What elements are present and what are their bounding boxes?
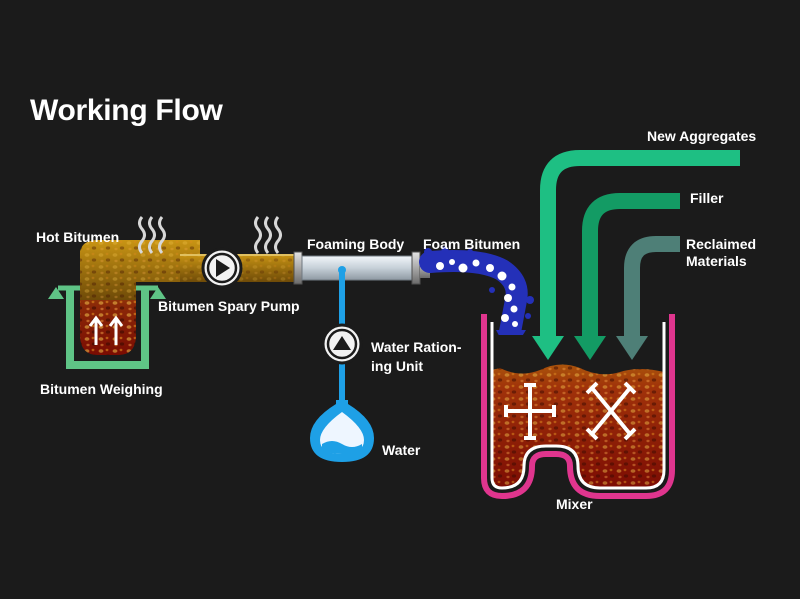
water-drop-icon: [310, 400, 374, 462]
bitumen-weighing-label: Bitumen Weighing: [40, 381, 163, 397]
diagram-title: Working Flow: [30, 94, 223, 127]
water-line: [339, 272, 345, 402]
water-label: Water: [382, 442, 421, 458]
reclaimed-arrow: [616, 236, 680, 360]
water-rationing-label-line1: Water Ration-: [371, 339, 462, 355]
ration-pump-icon: [321, 323, 363, 365]
hot-bitumen-label: Hot Bitumen: [36, 229, 120, 245]
foaming-body-label: Foaming Body: [307, 236, 405, 252]
agitator-x-icon: [585, 381, 637, 441]
bitumen-spray-pump-label: Bitumen Spary Pump: [158, 298, 300, 314]
filler-arrow: [574, 193, 680, 360]
mixer: [481, 314, 675, 500]
left-support-icon: [48, 287, 64, 299]
new-aggregates-arrow: [532, 150, 740, 360]
foam-bitumen-label: Foam Bitumen: [423, 236, 521, 252]
steam-icon: [138, 216, 166, 254]
foaming-body: [293, 251, 430, 285]
upflow-arrows-icon: [88, 315, 124, 345]
mixer-label: Mixer: [556, 496, 593, 512]
steam-icon-2: [254, 216, 282, 254]
water-rationing-label-line2: ing Unit: [371, 358, 424, 374]
bitumen-u-pipe: [80, 240, 200, 355]
pump-icon: [201, 247, 243, 289]
filler-label: Filler: [690, 190, 724, 206]
reclaimed-label-line1: Reclaimed: [686, 236, 757, 252]
agitator-cross-icon: [504, 383, 556, 440]
right-support-icon: [150, 287, 166, 299]
reclaimed-label-line2: Materials: [686, 253, 747, 269]
new-aggregates-label: New Aggregates: [647, 128, 757, 144]
